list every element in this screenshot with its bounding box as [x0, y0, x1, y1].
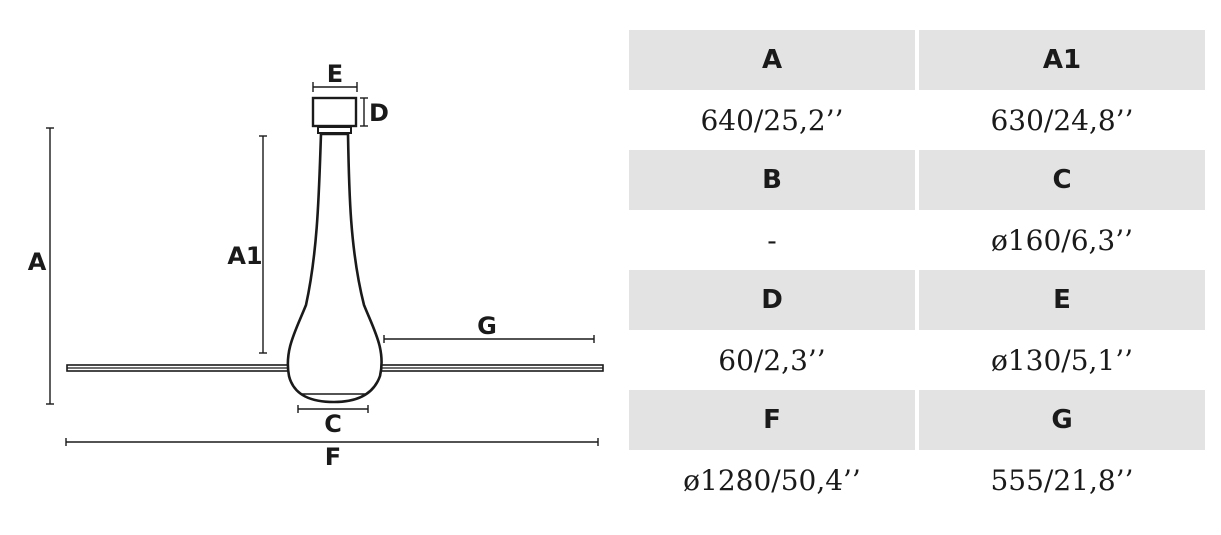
table-header-a1: A1 — [919, 30, 1205, 90]
table-value-a: 640/25,2’’ — [629, 90, 915, 150]
label-g: G — [477, 312, 497, 340]
table-value-d: 60/2,3’’ — [629, 330, 915, 390]
label-e: E — [326, 60, 344, 88]
fan-body — [286, 132, 383, 404]
table-header-a: A — [629, 30, 915, 90]
table-value-f: ø1280/50,4’’ — [629, 450, 915, 510]
dimension-line-e — [312, 82, 358, 92]
dimension-line-f — [65, 438, 599, 446]
label-c: C — [324, 410, 342, 438]
table-header-d: D — [629, 270, 915, 330]
table-header-b: B — [629, 150, 915, 210]
fan-canopy — [311, 96, 358, 134]
table-value-b: - — [629, 210, 915, 270]
dimension-line-d — [360, 97, 368, 127]
table-header-f: F — [629, 390, 915, 450]
label-a: A — [27, 248, 47, 276]
table-value-c: ø160/6,3’’ — [919, 210, 1205, 270]
label-a1: A1 — [227, 242, 263, 270]
dimension-line-a — [46, 127, 54, 405]
fan-dimension-diagram: E D A A1 G C F — [27, 60, 604, 471]
table-header-e: E — [919, 270, 1205, 330]
table-value-e: ø130/5,1’’ — [919, 330, 1205, 390]
table-header-g: G — [919, 390, 1205, 450]
table-value-g: 555/21,8’’ — [919, 450, 1205, 510]
dimension-line-g — [383, 335, 595, 343]
label-d: D — [369, 99, 389, 127]
dimension-line-a1 — [259, 135, 267, 354]
dimension-line-c — [297, 405, 369, 413]
dimensions-table: A A1 640/25,2’’ 630/24,8’’ B C - ø160/6,… — [629, 30, 1205, 510]
fan-drawing — [46, 82, 604, 446]
table-header-c: C — [919, 150, 1205, 210]
table-value-a1: 630/24,8’’ — [919, 90, 1205, 150]
label-f: F — [324, 443, 342, 471]
